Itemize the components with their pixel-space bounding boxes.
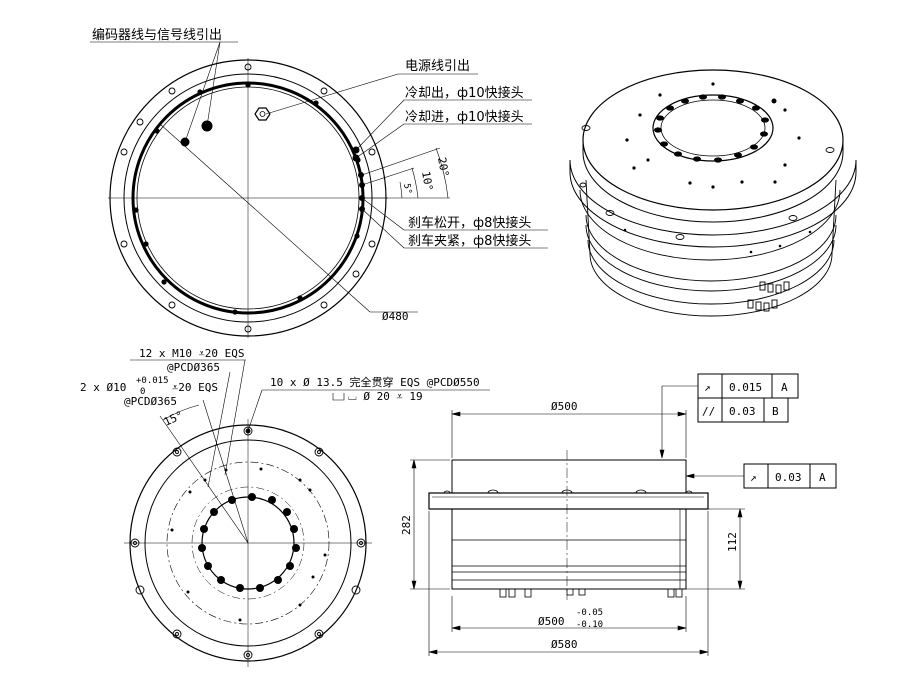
fcf3-datum: A [819,471,826,484]
fcf2-value: 0.03 [729,405,756,418]
side-connectors [499,588,683,598]
bottom-leaders [130,359,490,544]
side-flange-bumps [443,489,693,494]
label-counterbore: ⌴ Ø 20 ⩡ 19 [348,390,423,403]
power-connector [254,107,271,121]
bottom-view [124,359,490,667]
iso-flange-holes [579,125,835,240]
label-diameter-480: Ø480 [382,310,409,323]
fcf1-datum: A [781,381,788,394]
label-pin-depth: ⩡20 EQS [172,381,218,394]
label-pcd-365-a: @PCDØ365 [167,361,220,374]
label-angle-10: 10° [419,170,435,192]
small-pin-holes [170,467,327,622]
label-pin-holes: 2 x Ø10 [80,381,126,394]
tolerance-frames [697,373,837,489]
fcf3-value: 0.03 [775,471,802,484]
label-encoder-signal: 编码器线与信号线引出 [92,28,222,43]
label-cooling-out: 冷却出，ф10快接头 [405,85,524,101]
label-power-line: 电源线引出 [405,59,470,74]
label-base-tol-lower: -0.10 [576,620,603,630]
top-view [90,41,548,338]
diameter-leader-line [159,123,371,313]
iso-connectors [747,281,790,312]
label-base-tol-upper: -0.05 [576,608,603,618]
label-pcd-365-b: @PCDØ365 [124,395,177,408]
label-pin-tol-lower: 0 [140,387,145,397]
label-angle-15: 15° [162,409,186,429]
fcf1-value: 0.015 [729,381,762,394]
label-brake-clamp: 刹车夹紧，ф8快接头 [408,233,531,249]
label-flange-diameter: Ø580 [551,638,578,651]
label-pin-tol-upper: +0.015 [136,376,169,386]
through-holes [130,426,366,660]
fcf1-symbol-icon: ↗ [704,381,711,394]
label-height-282: 282 [400,515,413,535]
fcf2-datum: B [772,405,779,418]
m10-holes [198,493,300,592]
label-angle-5: 5° [401,183,413,195]
fcf2-symbol-icon: // [702,405,715,418]
side-view-labels: Ø500 282 112 Ø500 -0.05 -0.10 Ø580 ↗ 0.0… [400,381,826,651]
label-angle-20: 20° [435,156,451,178]
iso-center-bore [652,94,774,162]
iso-top-face [582,69,844,211]
bottom-view-labels: 12 x M10 ⩡20 EQS @PCDØ365 2 x Ø10 +0.015… [80,347,480,429]
side-dimensions [410,385,745,656]
flange-holes [120,63,376,333]
isometric-view [569,69,857,317]
label-cooling-in: 冷却进，ф10快接头 [405,109,524,125]
fcf3-symbol-icon: ↗ [750,471,757,484]
iso-bolt-holes [625,82,801,189]
label-brake-release: 刹车松开，ф8快接头 [408,215,531,231]
label-m10-holes: 12 x M10 ⩡20 EQS [139,347,245,360]
leader-lines [90,41,548,249]
top-view-labels: 编码器线与信号线引出 电源线引出 冷却出，ф10快接头 冷却进，ф10快接头 刹… [92,28,531,323]
label-through-holes: 10 x Ø 13.5 完全贯穿 EQS @PCDØ550 [270,375,480,389]
side-lower-body [451,508,687,590]
label-flange-offset-112: 112 [726,532,739,552]
label-base-diameter: Ø500 [538,615,565,628]
label-top-diameter: Ø500 [551,400,578,413]
side-flange [428,492,709,510]
side-top-body [451,459,687,494]
side-view [410,373,837,656]
